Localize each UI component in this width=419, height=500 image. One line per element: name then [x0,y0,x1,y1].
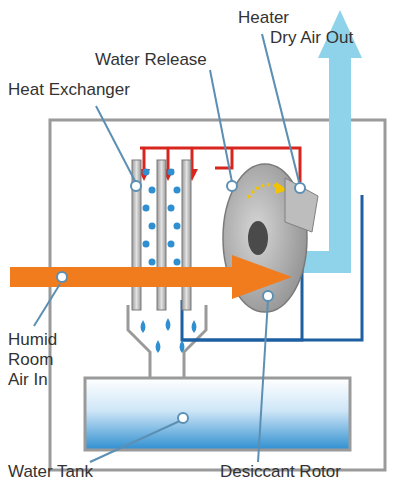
part-label: Desiccant Rotor [220,462,380,482]
water-drops [141,318,197,353]
flow-label: Humid Room Air In [8,330,73,390]
bead [168,205,175,212]
water-tank [85,378,350,450]
part-label: Heater [238,8,318,28]
flow-label: Dry Air Out [270,28,410,48]
humid-air-arrowhead [232,255,292,299]
exchanger-plate [157,160,166,310]
desiccant-rotor [223,164,307,312]
bead [149,259,156,266]
exchanger-plate [132,160,141,310]
part-label: Water Tank [8,462,128,482]
bead [174,223,181,230]
bead [143,169,150,176]
condensation-beads [143,169,181,284]
leader-dots [57,181,305,423]
bead [174,187,181,194]
bead [149,187,156,194]
bead [168,169,175,176]
bead [143,241,150,248]
rotation-arrow [248,185,280,198]
bead [168,241,175,248]
part-label: Water Release [95,50,245,70]
humid-air-flow [10,267,235,287]
bead [174,259,181,266]
bead [143,205,150,212]
rotor-hub [248,221,268,255]
part-label: Heat Exchanger [8,80,158,100]
heater [285,178,318,232]
bead [149,223,156,230]
exchanger-plate [182,160,191,310]
